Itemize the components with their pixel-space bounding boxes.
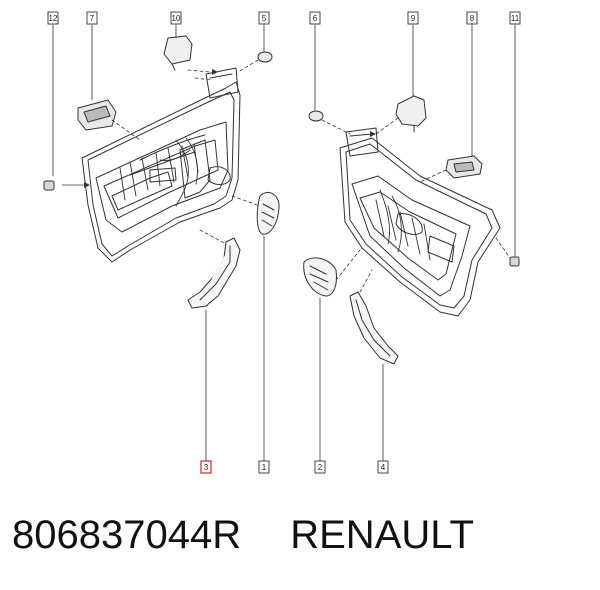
callout-number: 12 (49, 14, 58, 23)
callout-8: 8 (466, 11, 478, 25)
callout-4: 4 (377, 460, 389, 474)
left-plug (257, 51, 273, 63)
callout-10: 10 (170, 11, 182, 25)
callout-box (509, 11, 521, 25)
callout-number: 3 (204, 463, 209, 472)
arrow-heads (84, 69, 376, 188)
callout-5: 5 (258, 11, 270, 25)
brand-name: RENAULT (290, 513, 474, 557)
right-armrest-strip (349, 291, 399, 365)
left-window-switch (77, 99, 117, 131)
left-armrest-strip (187, 237, 241, 309)
part-caption: 806837044R RENAULT (12, 513, 474, 558)
right-window-switch (445, 155, 483, 179)
part-number: 806837044R (12, 513, 242, 557)
left-speaker-cover (256, 192, 280, 235)
callout-box (314, 460, 326, 474)
callout-number: 9 (411, 14, 416, 23)
callout-number: 2 (318, 463, 323, 472)
callout-number: 5 (262, 14, 267, 23)
right-plug (308, 110, 324, 122)
callout-box (377, 460, 389, 474)
callout-12: 12 (47, 11, 59, 25)
callout-1: 1 (258, 460, 270, 474)
callout-number: 4 (381, 463, 386, 472)
callout-number: 7 (90, 14, 95, 23)
left-mirror-trim (163, 35, 193, 71)
callout-box (47, 11, 59, 25)
callout-2: 2 (314, 460, 326, 474)
left-harness-hatching (119, 137, 199, 207)
callout-box (258, 460, 270, 474)
right-clip (509, 256, 520, 267)
right-door-trim-panel (339, 127, 501, 317)
right-speaker-cover (303, 257, 337, 297)
callout-box (309, 11, 321, 25)
right-mirror-trim (395, 95, 427, 133)
callout-number: 1 (262, 463, 267, 472)
callout-number: 11 (511, 14, 520, 23)
callout-7: 7 (86, 11, 98, 25)
callout-box (170, 11, 182, 25)
callout-box (466, 11, 478, 25)
callout-11: 11 (509, 11, 521, 25)
callout-box (258, 11, 270, 25)
callout-number: 8 (470, 14, 475, 23)
leader-lines (52, 24, 516, 462)
callout-box (86, 11, 98, 25)
callout-6: 6 (309, 11, 321, 25)
right-harness-hatching (375, 189, 431, 261)
callout-3: 3 (200, 460, 212, 474)
callout-9: 9 (407, 11, 419, 25)
callout-box (200, 460, 212, 474)
left-clip (43, 180, 55, 191)
left-door-trim-panel (81, 67, 241, 263)
callout-number: 10 (172, 14, 181, 23)
callout-box (407, 11, 419, 25)
callout-number: 6 (313, 14, 318, 23)
